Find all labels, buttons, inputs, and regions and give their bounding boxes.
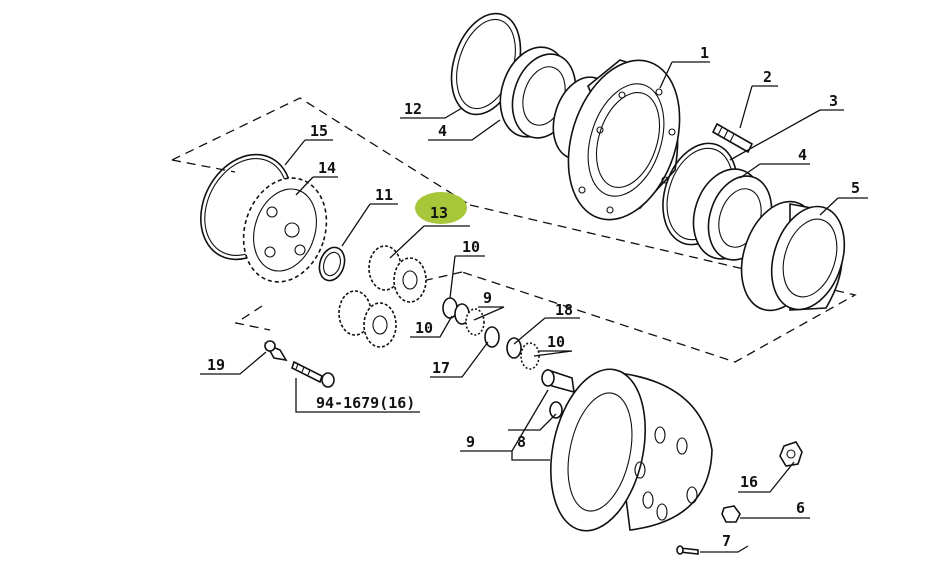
planet-gear-lower bbox=[338, 290, 397, 348]
callout-15: 13 bbox=[430, 204, 448, 222]
part-21-bolt bbox=[264, 340, 288, 362]
callout-8: 8 bbox=[517, 433, 526, 451]
part-13-snap-ring bbox=[318, 246, 346, 282]
callout-12: 10 bbox=[462, 238, 480, 256]
callout-4-lower: 4 bbox=[798, 146, 807, 164]
callout-10-lower: 10 bbox=[547, 333, 565, 351]
part-5-ring-gear bbox=[740, 200, 846, 312]
callout-17: 15 bbox=[310, 122, 328, 140]
callout-5: 5 bbox=[851, 179, 860, 197]
bolt-94-1679 bbox=[291, 360, 335, 388]
callout-4-upper: 4 bbox=[438, 122, 447, 140]
callout-9: 9 bbox=[466, 433, 475, 451]
part-18-nut bbox=[779, 441, 803, 467]
part-16-gear-plate bbox=[242, 177, 328, 283]
planet-carrier-hub bbox=[549, 368, 713, 532]
part-8-plug bbox=[549, 401, 563, 419]
callout-11: 10 bbox=[415, 319, 433, 337]
callout-6: 6 bbox=[796, 499, 805, 517]
callout-labels: 1 2 3 4 5 12 4 15 14 11 13 10 9 10 18 10… bbox=[207, 44, 860, 550]
callout-19: 17 bbox=[432, 359, 450, 377]
leader-lines bbox=[200, 61, 868, 553]
callout-16: 14 bbox=[318, 159, 336, 177]
part-7-bolt bbox=[676, 545, 699, 555]
callout-2: 2 bbox=[763, 68, 772, 86]
callout-part-ref: 94-1679(16) bbox=[316, 394, 415, 412]
callout-7: 7 bbox=[722, 532, 731, 550]
callout-3: 3 bbox=[829, 92, 838, 110]
planet-gear-upper bbox=[368, 245, 427, 303]
callout-10-upper: 9 bbox=[483, 289, 492, 307]
part-9-pin bbox=[541, 368, 575, 394]
highlight-marker-15 bbox=[415, 192, 467, 224]
callout-13: 11 bbox=[375, 186, 393, 204]
part-6-nut bbox=[721, 505, 741, 523]
callout-18: 16 bbox=[740, 473, 758, 491]
callout-20: 18 bbox=[555, 301, 573, 319]
part-19-20-washers bbox=[484, 326, 540, 370]
callout-1: 1 bbox=[700, 44, 709, 62]
callout-14: 12 bbox=[404, 100, 422, 118]
callout-21: 19 bbox=[207, 356, 225, 374]
part-11-12-washers bbox=[442, 297, 485, 336]
part-2-stud bbox=[711, 122, 754, 154]
part-1-housing bbox=[552, 59, 681, 221]
